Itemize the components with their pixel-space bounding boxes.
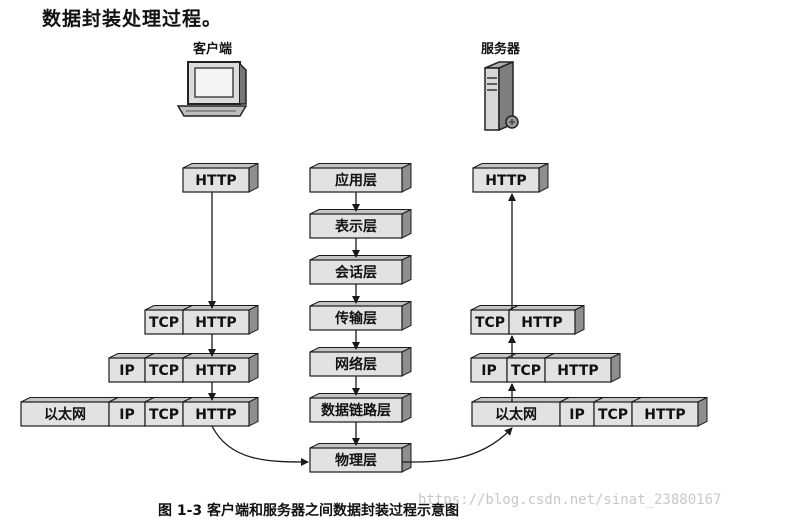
client-network-1-label: TCP xyxy=(149,363,179,379)
server-link-3-label: HTTP xyxy=(644,407,685,423)
watermark: https://blog.csdn.net/sinat_23880167 xyxy=(418,492,722,508)
osi-layer-1-label: 表示层 xyxy=(334,218,377,235)
client-link-3: HTTP xyxy=(182,396,259,427)
server-link-0: 以太网 xyxy=(471,396,570,427)
server-label: 服务器 xyxy=(481,42,521,57)
server-link-2-label: TCP xyxy=(598,407,628,423)
client-label: 客户端 xyxy=(193,42,233,57)
osi-layer-4: 网络层 xyxy=(309,346,412,377)
osi-layer-3: 传输层 xyxy=(309,300,412,331)
osi-layer-5-label: 数据链路层 xyxy=(321,402,391,419)
osi-layer-1: 表示层 xyxy=(309,208,412,239)
osi-layer-6-label: 物理层 xyxy=(335,452,377,469)
client-transport-1: HTTP xyxy=(182,304,259,335)
osi-layer-2-label: 会话层 xyxy=(335,264,377,281)
server-app-0-label: HTTP xyxy=(485,173,526,189)
osi-layer-3-label: 传输层 xyxy=(334,310,377,327)
osi-layer-2: 会话层 xyxy=(309,254,412,285)
server-link-1-label: IP xyxy=(569,407,584,423)
computer-icon xyxy=(176,61,248,117)
osi-layer-5: 数据链路层 xyxy=(309,392,412,423)
server-transport-1: HTTP xyxy=(508,304,585,335)
server-transport-1-label: HTTP xyxy=(521,315,562,331)
osi-layer-6: 物理层 xyxy=(309,442,412,473)
osi-layer-0: 应用层 xyxy=(309,162,412,193)
server-link-3: HTTP xyxy=(631,396,708,427)
server-network-0-label: IP xyxy=(481,363,496,379)
osi-layer-0-label: 应用层 xyxy=(335,172,377,189)
server-icon xyxy=(484,60,519,132)
client-transport-1-label: HTTP xyxy=(195,315,236,331)
osi-layer-4-label: 网络层 xyxy=(335,356,377,373)
server-network-2: HTTP xyxy=(544,352,621,383)
server-link-0-label: 以太网 xyxy=(495,406,537,423)
client-transport-0: TCP xyxy=(144,304,193,335)
heading: 数据封装处理过程。 xyxy=(42,8,223,30)
client-link-0: 以太网 xyxy=(20,396,119,427)
client-app-0: HTTP xyxy=(182,162,259,193)
server-arrow-physical-to-link xyxy=(401,427,513,463)
client-network-0-label: IP xyxy=(119,363,134,379)
client-link-2-label: TCP xyxy=(149,407,179,423)
server-app-0: HTTP xyxy=(472,162,549,193)
client-link-3-label: HTTP xyxy=(195,407,236,423)
server-transport-0: TCP xyxy=(470,304,519,335)
server-transport-0-label: TCP xyxy=(475,315,505,331)
server-network-2-label: HTTP xyxy=(557,363,598,379)
server-network-1-label: TCP xyxy=(511,363,541,379)
client-network-2-label: HTTP xyxy=(195,363,236,379)
client-network-2: HTTP xyxy=(182,352,259,383)
client-transport-0-label: TCP xyxy=(149,315,179,331)
client-app-0-label: HTTP xyxy=(195,173,236,189)
client-link-1-label: IP xyxy=(119,407,134,423)
client-link-0-label: 以太网 xyxy=(44,406,86,423)
client-arrow-link-to-physical xyxy=(211,425,309,466)
caption: 图 1-3 客户端和服务器之间数据封装过程示意图 xyxy=(158,503,460,519)
